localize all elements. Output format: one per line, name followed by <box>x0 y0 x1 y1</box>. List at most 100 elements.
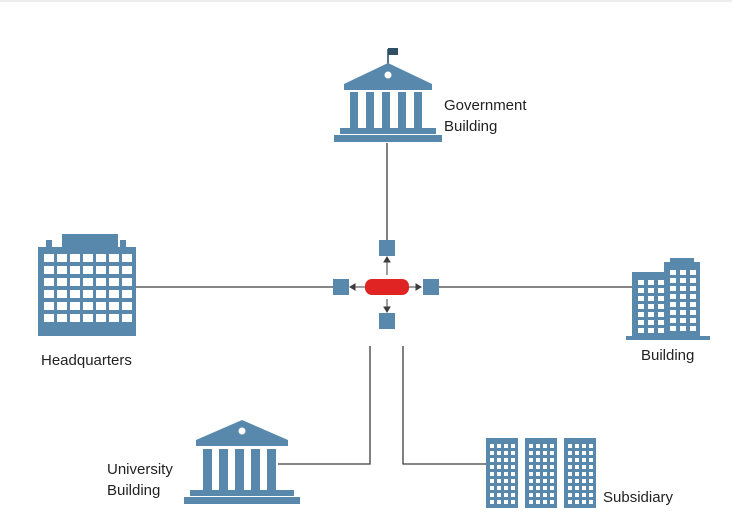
window <box>589 472 593 476</box>
window <box>575 493 579 497</box>
window <box>670 326 676 331</box>
connection-lines <box>136 143 632 465</box>
window <box>658 320 664 325</box>
window <box>511 444 515 448</box>
window <box>96 266 106 274</box>
window <box>529 465 533 469</box>
window <box>575 458 579 462</box>
window <box>122 314 132 322</box>
window <box>680 294 686 299</box>
window <box>670 286 676 291</box>
window <box>497 486 501 490</box>
window <box>648 328 654 333</box>
window <box>589 500 593 504</box>
window <box>638 312 644 317</box>
window <box>504 493 508 497</box>
window <box>550 500 554 504</box>
window <box>109 266 119 274</box>
node-bottom <box>379 313 395 329</box>
window <box>670 294 676 299</box>
window <box>490 444 494 448</box>
window <box>550 458 554 462</box>
window <box>690 302 696 307</box>
window <box>575 451 579 455</box>
window <box>543 465 547 469</box>
window <box>122 278 132 286</box>
window <box>497 493 501 497</box>
window <box>83 302 93 310</box>
window <box>550 444 554 448</box>
window <box>511 472 515 476</box>
window <box>96 314 106 322</box>
window <box>504 465 508 469</box>
window <box>575 479 579 483</box>
window <box>109 302 119 310</box>
node-right <box>423 279 439 295</box>
window <box>529 486 533 490</box>
government-building-icon <box>334 48 442 142</box>
window <box>109 278 119 286</box>
line-university <box>278 346 371 465</box>
window <box>83 266 93 274</box>
window <box>529 472 533 476</box>
window <box>57 314 67 322</box>
window <box>543 486 547 490</box>
window <box>109 254 119 262</box>
window <box>511 465 515 469</box>
window <box>529 479 533 483</box>
window <box>490 465 494 469</box>
central-hub <box>333 240 439 329</box>
window <box>543 444 547 448</box>
window <box>529 451 533 455</box>
window <box>589 458 593 462</box>
window <box>550 465 554 469</box>
window <box>511 500 515 504</box>
window <box>575 444 579 448</box>
hub-arrows <box>349 256 422 313</box>
window <box>658 288 664 293</box>
window <box>680 302 686 307</box>
top-divider <box>0 0 732 2</box>
window <box>582 465 586 469</box>
headquarters-building-icon <box>38 234 136 336</box>
window <box>582 444 586 448</box>
window <box>490 493 494 497</box>
window <box>543 458 547 462</box>
window <box>536 479 540 483</box>
label-headquarters-line1: Headquarters <box>41 352 132 369</box>
label-headquarters: Headquarters <box>41 350 132 371</box>
window <box>550 493 554 497</box>
window <box>638 320 644 325</box>
window <box>57 254 67 262</box>
window <box>648 320 654 325</box>
window <box>490 500 494 504</box>
window <box>57 302 67 310</box>
window <box>670 278 676 283</box>
window <box>658 328 664 333</box>
window <box>504 479 508 483</box>
window <box>680 318 686 323</box>
label-government-line1: Government <box>444 97 527 114</box>
window <box>122 290 132 298</box>
window <box>568 486 572 490</box>
window <box>511 451 515 455</box>
window <box>582 458 586 462</box>
window <box>670 302 676 307</box>
window <box>550 486 554 490</box>
window <box>511 479 515 483</box>
window <box>543 472 547 476</box>
window <box>638 296 644 301</box>
subsidiary-buildings-icon <box>486 438 596 508</box>
window <box>648 304 654 309</box>
window <box>568 479 572 483</box>
window <box>690 310 696 315</box>
window <box>582 493 586 497</box>
window <box>568 465 572 469</box>
window <box>83 314 93 322</box>
window <box>543 500 547 504</box>
window <box>44 314 54 322</box>
window <box>536 493 540 497</box>
window <box>690 286 696 291</box>
window <box>96 254 106 262</box>
